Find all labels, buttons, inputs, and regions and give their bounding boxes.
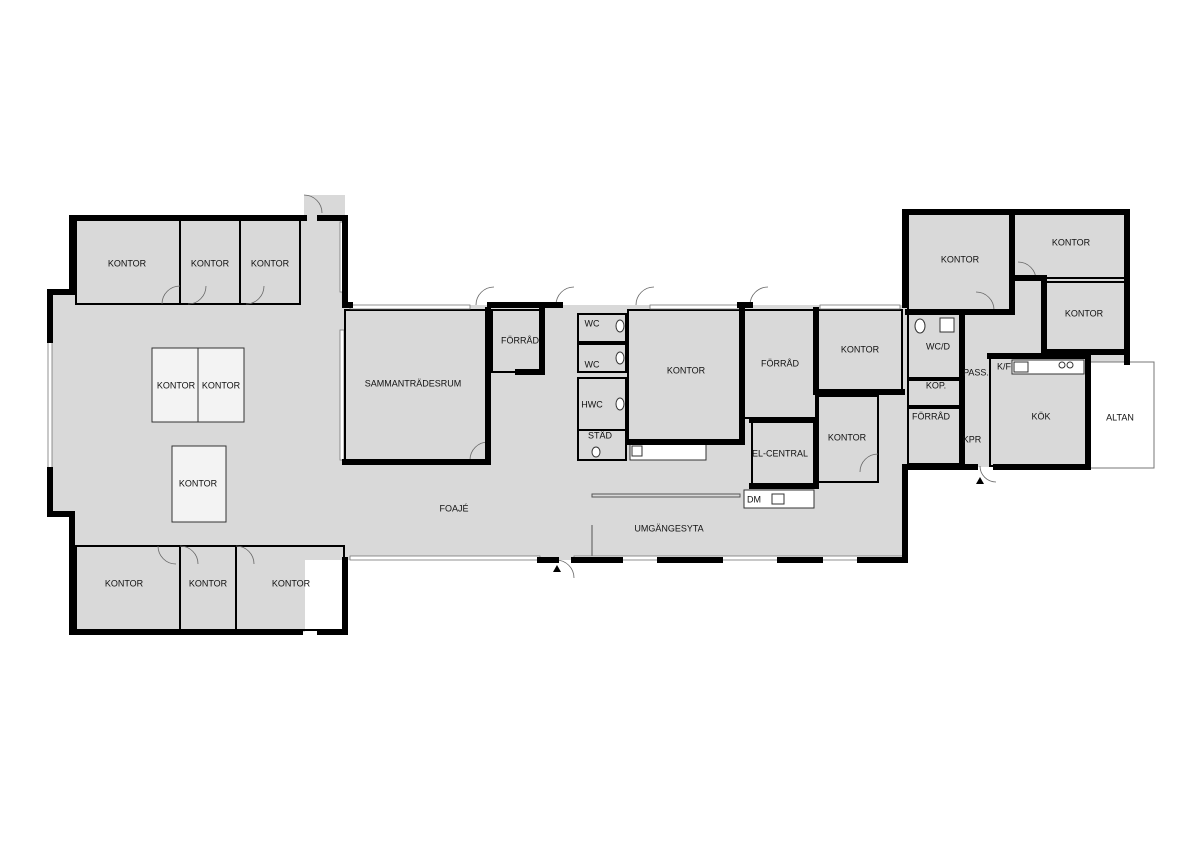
label-foaje: FOAJÉ bbox=[439, 503, 468, 513]
label-stad: STÄD bbox=[588, 430, 613, 440]
label-kop: KOP. bbox=[926, 380, 946, 390]
label-kok: KÖK bbox=[1031, 411, 1050, 421]
label-forrad-2: FÖRRÅD bbox=[761, 358, 800, 368]
label-kontor-nw2: KONTOR bbox=[191, 258, 230, 268]
label-kontor-e2: KONTOR bbox=[828, 432, 867, 442]
exterior-walls bbox=[47, 209, 1130, 635]
label-kpr: KPR bbox=[963, 434, 982, 444]
room-labels: KONTOR KONTOR KONTOR KONTOR KONTOR KONTO… bbox=[105, 237, 1134, 588]
label-kontor-mid1: KONTOR bbox=[157, 380, 196, 390]
label-wcd: WC/D bbox=[926, 341, 950, 351]
label-kontor-sw1: KONTOR bbox=[105, 578, 144, 588]
label-kontor-mid3: KONTOR bbox=[179, 478, 218, 488]
label-kontor-center: KONTOR bbox=[667, 365, 706, 375]
label-dm: DM bbox=[747, 494, 761, 504]
label-hwc: HWC bbox=[581, 399, 603, 409]
label-forrad-1: FÖRRÅD bbox=[501, 335, 540, 345]
label-umgangesyta: UMGÄNGESYTA bbox=[634, 523, 703, 533]
label-wc-2: WC bbox=[585, 359, 600, 369]
label-kontor-ne1: KONTOR bbox=[941, 254, 980, 264]
label-kf: K/F bbox=[997, 361, 1012, 371]
label-kontor-nw1: KONTOR bbox=[108, 258, 147, 268]
label-wc-1: WC bbox=[585, 318, 600, 328]
label-el-central: EL-CENTRAL bbox=[752, 448, 808, 458]
label-kontor-sw3: KONTOR bbox=[272, 578, 311, 588]
label-altan: ALTAN bbox=[1106, 412, 1134, 422]
west-offices bbox=[47, 219, 345, 631]
label-kontor-ne2: KONTOR bbox=[1052, 237, 1091, 247]
label-pass: PASS. bbox=[963, 367, 989, 377]
label-sammantradesrum: SAMMANTRÄDESRUM bbox=[365, 378, 462, 388]
label-kontor-sw2: KONTOR bbox=[189, 578, 228, 588]
label-kontor-ne3: KONTOR bbox=[1065, 308, 1104, 318]
label-forrad-3: FÖRRÅD bbox=[912, 411, 951, 421]
label-kontor-mid2: KONTOR bbox=[202, 380, 241, 390]
label-kontor-nw3: KONTOR bbox=[251, 258, 290, 268]
label-kontor-e1: KONTOR bbox=[841, 344, 880, 354]
